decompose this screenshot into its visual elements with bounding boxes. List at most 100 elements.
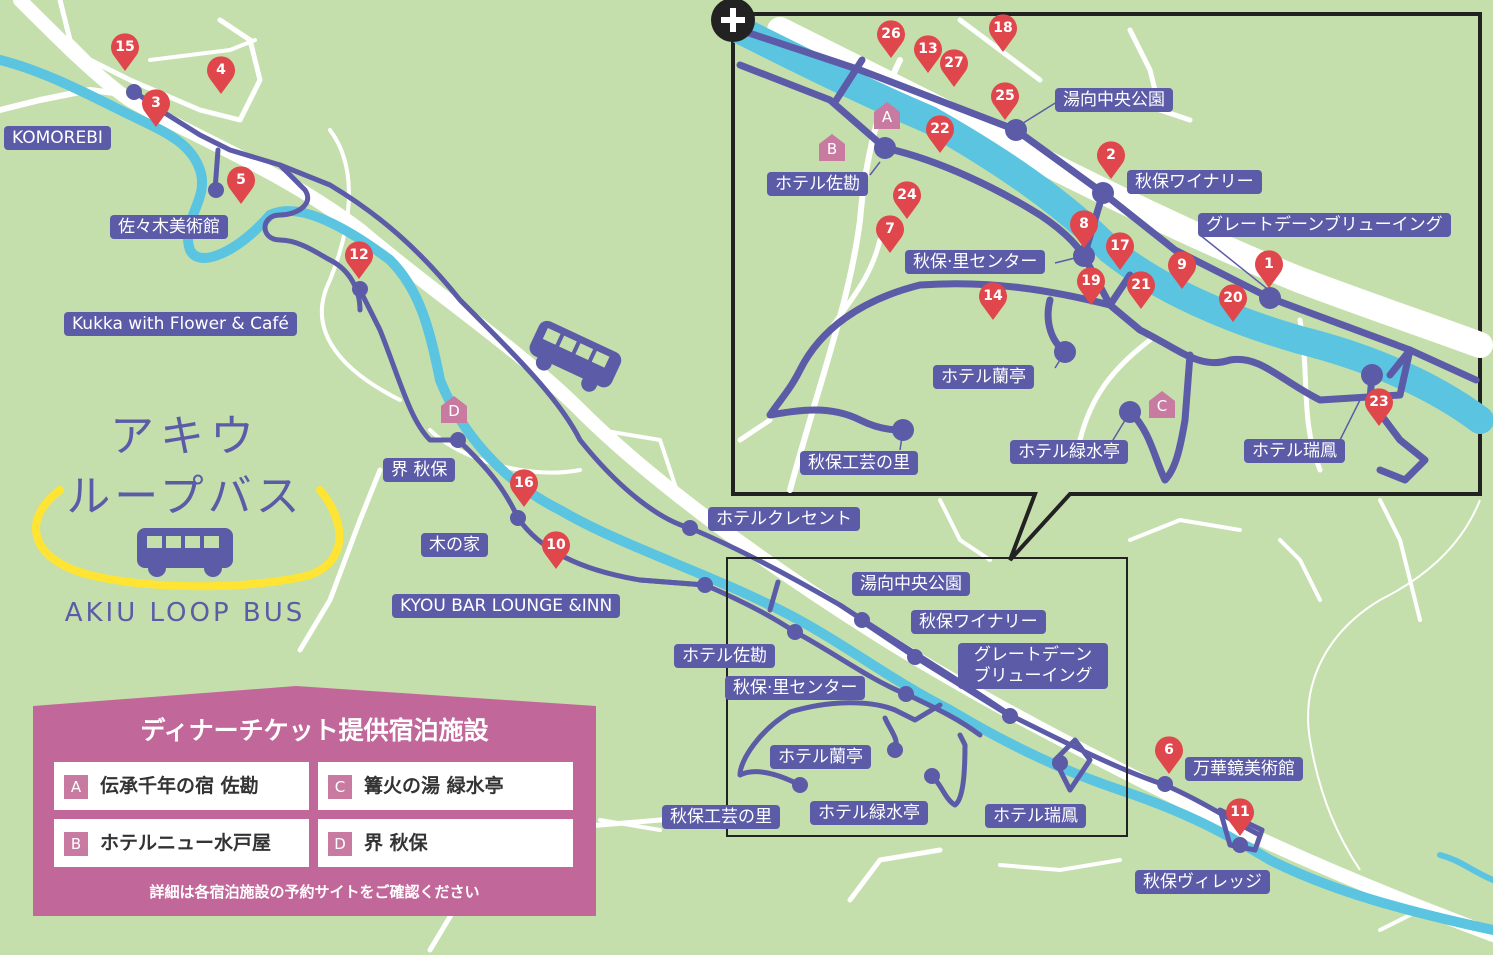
stop-label-yumukai[interactable]: 湯向中央公園 <box>852 572 970 596</box>
map-pin-icon[interactable]: 2 <box>1096 140 1126 180</box>
stop-label-komorebi[interactable]: KOMOREBI <box>4 126 111 150</box>
inset-label-winery[interactable]: 秋保ワイナリー <box>1127 170 1262 194</box>
map-pin-icon[interactable]: 3 <box>141 88 171 128</box>
stop-label-sakan[interactable]: ホテル佐勘 <box>674 644 775 668</box>
map-pin-icon[interactable]: 12 <box>344 240 374 280</box>
pin-number: 11 <box>1230 804 1250 820</box>
stop-label-kogei[interactable]: 秋保工芸の里 <box>662 805 780 829</box>
pin-number: 27 <box>944 55 964 71</box>
inset-label-satocenter[interactable]: 秋保·里センター <box>905 250 1046 274</box>
bus-icon <box>529 320 622 392</box>
map-pin-icon[interactable]: 10 <box>541 530 571 570</box>
map-pin-icon[interactable]: 20 <box>1218 283 1248 323</box>
lodging-item-a[interactable]: A 伝承千年の宿 佐勘 <box>54 762 309 810</box>
map-pin-icon[interactable]: 13 <box>913 34 943 74</box>
lodging-name: 伝承千年の宿 佐勘 <box>100 775 259 797</box>
route-stop-dots <box>126 84 1248 853</box>
lodging-item-c[interactable]: C 篝火の湯 緑水亭 <box>318 762 573 810</box>
house-icon[interactable]: D <box>440 394 468 424</box>
stop-label-kai[interactable]: 界 秋保 <box>383 458 456 482</box>
stop-label-mangekyo[interactable]: 万華鏡美術館 <box>1185 757 1303 781</box>
stop-label-zuiho[interactable]: ホテル瑞鳳 <box>985 804 1086 828</box>
stop-label-satocenter[interactable]: 秋保·里センター <box>725 676 866 700</box>
pin-number: 21 <box>1131 277 1151 293</box>
inset-label-kogei[interactable]: 秋保工芸の里 <box>800 451 918 475</box>
stop-label-rantei[interactable]: ホテル蘭亭 <box>770 745 871 769</box>
map-pin-icon[interactable]: 24 <box>892 180 922 220</box>
lodging-item-b[interactable]: B ホテルニュー水戸屋 <box>54 819 309 867</box>
pin-number: 22 <box>930 121 950 137</box>
map-pin-icon[interactable]: 26 <box>876 19 906 59</box>
stop-label-crescent[interactable]: ホテルクレセント <box>708 507 860 531</box>
inset-label-sakan[interactable]: ホテル佐勘 <box>767 172 868 196</box>
map-pin-icon[interactable]: 18 <box>988 13 1018 53</box>
inset-label-rantei[interactable]: ホテル蘭亭 <box>933 365 1034 389</box>
map-pin-icon[interactable]: 15 <box>110 32 140 72</box>
inset-label-zuiho[interactable]: ホテル瑞鳳 <box>1244 439 1345 463</box>
title-jp-line2: ループバス <box>66 471 304 522</box>
map-pin-icon[interactable]: 6 <box>1154 735 1184 775</box>
pin-number: 23 <box>1369 394 1389 410</box>
stream <box>1307 499 1481 871</box>
map-pin-icon[interactable]: 17 <box>1105 231 1135 271</box>
lodging-name: ホテルニュー水戸屋 <box>100 832 272 854</box>
stop-label-village[interactable]: 秋保ヴィレッジ <box>1135 870 1270 894</box>
inset-bus-route <box>736 26 1480 484</box>
label-leaders <box>869 99 1361 451</box>
pin-number: 13 <box>918 41 938 57</box>
map-pin-icon[interactable]: 8 <box>1069 209 1099 249</box>
lodging-name: 篝火の湯 緑水亭 <box>364 775 504 797</box>
lodging-badge: D <box>328 832 352 856</box>
map-pin-icon[interactable]: 4 <box>206 55 236 95</box>
inset-label-great-dane[interactable]: グレートデーンブリューイング <box>1198 213 1451 237</box>
stop-label-great-dane-line1: グレートデーン <box>973 645 1093 665</box>
pin-number: 14 <box>983 288 1003 304</box>
map-pin-icon[interactable]: 11 <box>1225 797 1255 837</box>
pin-number: 18 <box>993 20 1013 36</box>
map-pin-icon[interactable]: 23 <box>1364 387 1394 427</box>
house-icon[interactable]: C <box>1148 389 1176 419</box>
river <box>0 55 1493 935</box>
pin-number: 10 <box>546 537 566 553</box>
lodging-marker-a: A <box>881 108 893 126</box>
map-pin-icon[interactable]: 9 <box>1167 250 1197 290</box>
pin-number: 4 <box>216 62 226 78</box>
stop-label-winery[interactable]: 秋保ワイナリー <box>911 610 1046 634</box>
lodging-marker-b: B <box>826 140 838 158</box>
pin-number: 15 <box>115 39 135 55</box>
house-icon[interactable]: A <box>873 100 901 130</box>
plus-icon[interactable] <box>711 0 755 42</box>
pin-number: 20 <box>1223 290 1243 306</box>
pin-number: 8 <box>1079 216 1089 232</box>
inset-label-ryokusui[interactable]: ホテル緑水亭 <box>1010 440 1128 464</box>
title-jp-line1: アキウ <box>110 411 260 462</box>
pin-number: 25 <box>995 88 1015 104</box>
map-pin-icon[interactable]: 5 <box>226 165 256 205</box>
stop-label-ryokusui[interactable]: ホテル緑水亭 <box>810 801 928 825</box>
stop-label-great-dane[interactable]: グレートデーン ブリューイング <box>958 643 1108 689</box>
stop-label-kyou[interactable]: KYOU BAR LOUNGE &INN <box>392 594 621 618</box>
lodging-marker-c: C <box>1156 397 1168 415</box>
stop-label-kinoie[interactable]: 木の家 <box>421 533 488 557</box>
map-pin-icon[interactable]: 25 <box>990 81 1020 121</box>
stop-label-kukka[interactable]: Kukka with Flower & Café <box>64 312 297 336</box>
panel-title: ディナーチケット提供宿泊施設 <box>140 716 489 745</box>
pin-number: 5 <box>236 172 246 188</box>
map-pin-icon[interactable]: 21 <box>1126 270 1156 310</box>
stop-label-sasaki[interactable]: 佐々木美術館 <box>110 215 228 239</box>
lodging-item-d[interactable]: D 界 秋保 <box>318 819 573 867</box>
pin-number: 12 <box>349 247 369 263</box>
map-pin-icon[interactable]: 22 <box>925 114 955 154</box>
pin-number: 9 <box>1177 257 1187 273</box>
map-pin-icon[interactable]: 7 <box>875 214 905 254</box>
map-pin-icon[interactable]: 14 <box>978 281 1008 321</box>
inset-zoom-frame <box>731 12 1482 562</box>
house-icon[interactable]: B <box>818 132 846 162</box>
inset-label-yumukai[interactable]: 湯向中央公園 <box>1055 88 1173 112</box>
map-pin-icon[interactable]: 19 <box>1076 266 1106 306</box>
map-pin-icon[interactable]: 16 <box>509 468 539 508</box>
map-pin-icon[interactable]: 1 <box>1254 249 1284 289</box>
lodging-badge: A <box>64 775 88 799</box>
map-pin-icon[interactable]: 27 <box>939 48 969 88</box>
